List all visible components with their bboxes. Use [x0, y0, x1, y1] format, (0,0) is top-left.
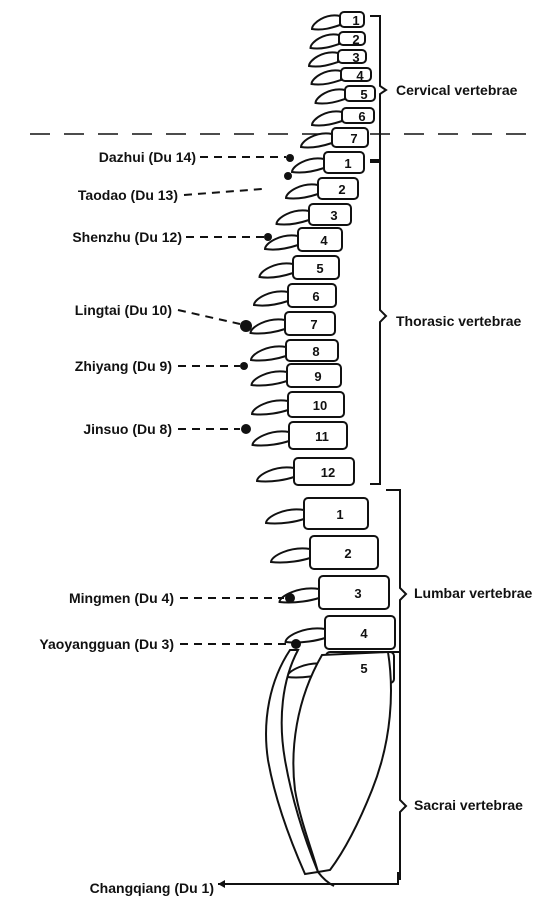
cervical-spinous-process-2 [311, 34, 340, 48]
cervical-vertebra-number-1: 1 [352, 13, 359, 28]
lumbar-spinous-process-4 [286, 628, 326, 642]
thoracic-vertebra-number-9: 9 [314, 369, 321, 384]
mingmen-label: Mingmen (Du 4) [69, 590, 174, 606]
thoracic-spinous-process-2 [286, 184, 318, 198]
lingtai-leader [178, 310, 240, 324]
yaoyangguan-dot [291, 639, 301, 649]
lumbar-spinous-process-1 [266, 509, 304, 523]
dazhui-label: Dazhui (Du 14) [99, 149, 196, 165]
thoracic-spinous-process-3 [277, 210, 310, 224]
lumbar-vertebra-number-2: 2 [344, 546, 351, 561]
thoracic-label: Thorasic vertebrae [396, 313, 521, 329]
thoracic-vertebra-number-4: 4 [320, 233, 328, 248]
cervical-spinous-process-3 [309, 52, 338, 66]
taodao-dot [284, 172, 292, 180]
thoracic-spinous-process-6 [254, 291, 288, 305]
thoracic-spinous-process-10 [252, 400, 288, 414]
lumbar-spinous-process-3 [280, 588, 320, 602]
region-labels: Cervical vertebrae Thorasic vertebrae Lu… [396, 82, 532, 813]
thoracic-vertebra-number-8: 8 [312, 344, 319, 359]
cervical-vertebra-number-7: 7 [350, 131, 357, 146]
cervical-vertebra-number-4: 4 [356, 68, 364, 83]
lingtai-label: Lingtai (Du 10) [75, 302, 172, 318]
thoracic-vertebra-number-6: 6 [312, 289, 319, 304]
thoracic-vertebra-number-7: 7 [310, 317, 317, 332]
thoracic-spinous-process-8 [251, 346, 286, 360]
taodao-leader [184, 189, 262, 195]
acupoint-labels: Dazhui (Du 14) Taodao (Du 13) Shenzhu (D… [39, 149, 214, 896]
cervical-vertebra-number-3: 3 [352, 50, 359, 65]
thoracic-vertebra-number-1: 1 [344, 156, 351, 171]
thoracic-spinous-process-11 [253, 431, 290, 445]
thoracic-spinous-process-5 [260, 263, 294, 277]
thoracic-vertebra-number-5: 5 [316, 261, 323, 276]
thoracic-vertebra-number-10: 10 [313, 398, 327, 413]
thoracic-vertebra-number-11: 11 [315, 429, 329, 444]
thoracic-spinous-process-7 [251, 319, 286, 333]
shenzhu-dot [264, 233, 272, 241]
cervical-vertebra-number-6: 6 [358, 109, 365, 124]
lumbar-vertebra-number-5: 5 [360, 661, 367, 676]
lingtai-dot [240, 320, 252, 332]
zhiyang-dot [240, 362, 248, 370]
dazhui-dot [286, 154, 294, 162]
yaoyangguan-label: Yaoyangguan (Du 3) [39, 636, 174, 652]
changqiang-label: Changqiang (Du 1) [90, 880, 214, 896]
thoracic-vertebra-number-3: 3 [330, 208, 337, 223]
jinsuo-dot [241, 424, 251, 434]
cervical-vertebra-number-5: 5 [360, 87, 367, 102]
thoracic-spinous-process-1 [292, 158, 324, 172]
cervical-label: Cervical vertebrae [396, 82, 518, 98]
cervical-spinous-process-1 [312, 15, 340, 29]
changqiang-arrow [218, 880, 225, 888]
thoracic-brace [370, 162, 386, 484]
cervical-spinous-process-7 [301, 133, 332, 147]
mingmen-dot [285, 593, 295, 603]
sacral-label: Sacrai vertebrae [414, 797, 523, 813]
lumbar-spinous-process-2 [271, 548, 310, 562]
thoracic-vertebra-number-2: 2 [338, 182, 345, 197]
taodao-label: Taodao (Du 13) [78, 187, 178, 203]
thoracic-spinous-process-12 [257, 467, 294, 481]
lumbar-vertebra-number-1: 1 [336, 507, 343, 522]
sacrum-shape [293, 652, 391, 872]
jinsuo-label: Jinsuo (Du 8) [83, 421, 172, 437]
lumbar-label: Lumbar vertebrae [414, 585, 532, 601]
zhiyang-label: Zhiyang (Du 9) [75, 358, 172, 374]
thoracic-spinous-process-9 [252, 371, 288, 385]
cervical-spinous-process-6 [312, 111, 342, 125]
lumbar-vertebra-number-4: 4 [360, 626, 368, 641]
cervical-spinous-process-4 [312, 70, 342, 84]
lumbar-vertebra-number-3: 3 [354, 586, 361, 601]
cervical-vertebra-number-2: 2 [352, 32, 359, 47]
cervical-spinous-process-5 [316, 89, 346, 103]
shenzhu-label: Shenzhu (Du 12) [72, 229, 182, 245]
thoracic-vertebra-number-12: 12 [321, 465, 335, 480]
